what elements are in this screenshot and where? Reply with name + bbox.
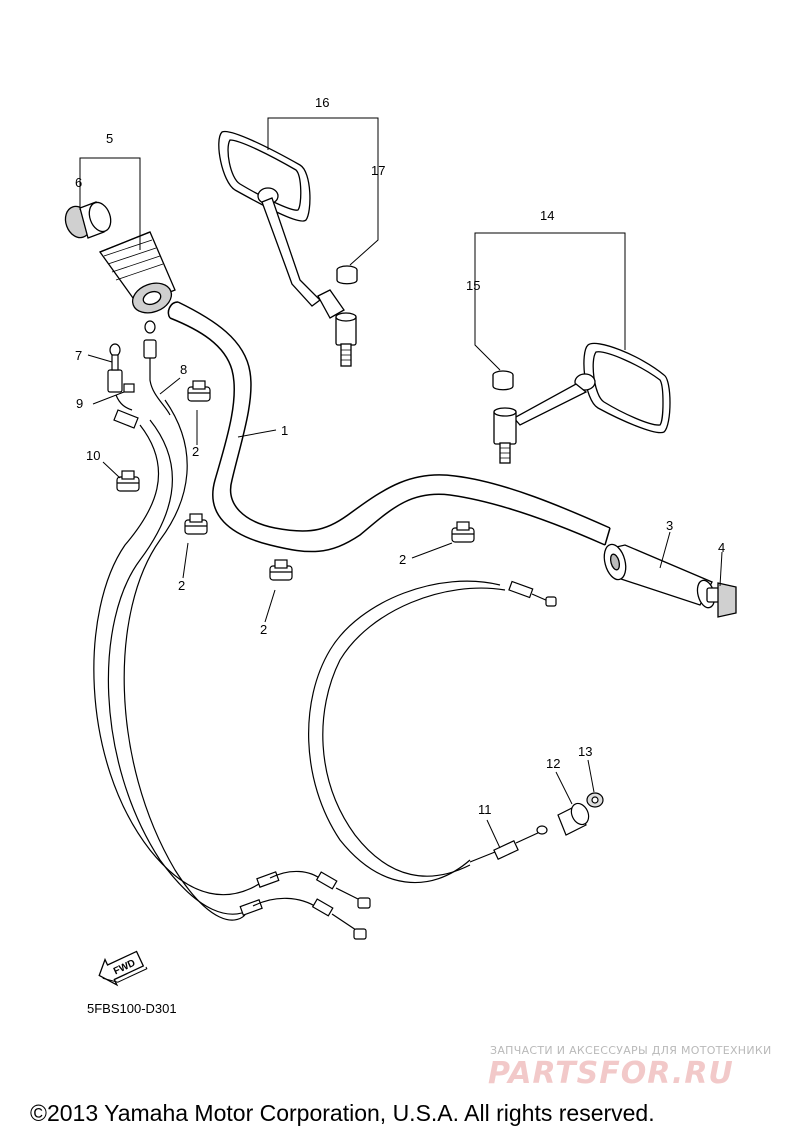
handlebar	[167, 301, 611, 553]
right-grip	[603, 543, 716, 609]
callout-7: 7	[75, 348, 82, 363]
fwd-arrow-icon: FWD	[98, 950, 148, 987]
callout-2: 2	[260, 622, 267, 637]
left-mirror	[218, 130, 357, 367]
cable-clamps	[116, 380, 475, 581]
callout-2: 2	[178, 578, 185, 593]
callout-2: 2	[192, 444, 199, 459]
grip-end-ring	[64, 201, 112, 239]
callout-14: 14	[540, 208, 554, 223]
callout-15: 15	[466, 278, 480, 293]
left-grip	[98, 231, 176, 314]
callout-12: 12	[546, 756, 560, 771]
callout-labels: 1 2 2 2 2 2 3 4 5 6 7 8 9 10 11 12 13 14…	[75, 95, 725, 817]
mirror-cap-right	[492, 370, 514, 391]
callout-11: 11	[478, 802, 492, 817]
leader-lines	[79, 117, 723, 849]
callout-3: 3	[666, 518, 673, 533]
throttle-cables	[93, 399, 506, 921]
watermark-logo: PARTSFOR.RU	[488, 1056, 734, 1091]
cable-end-upper	[508, 580, 557, 607]
cable-adjusters	[107, 320, 171, 429]
callout-2: 2	[399, 552, 406, 567]
bar-end-weight	[706, 582, 737, 618]
callout-4: 4	[718, 540, 725, 555]
callout-1: 1	[281, 423, 288, 438]
callout-17: 17	[371, 163, 385, 178]
copyright-footer: ©2013 Yamaha Motor Corporation, U.S.A. A…	[30, 1100, 655, 1126]
right-mirror	[493, 342, 671, 464]
cable-end-fittings	[239, 870, 371, 940]
callout-13: 13	[578, 744, 592, 759]
callout-16: 16	[315, 95, 329, 110]
watermark-tagline: ЗАПЧАСТИ И АКСЕССУАРЫ ДЛЯ МОТОТЕХНИКИ	[490, 1044, 772, 1057]
callout-6: 6	[75, 175, 82, 190]
callout-5: 5	[106, 131, 113, 146]
cable-adjuster-lower	[469, 792, 604, 863]
drawing-code: 5FBS100-D301	[87, 1001, 177, 1016]
callout-10: 10	[86, 448, 100, 463]
mirror-cap-left	[336, 265, 358, 285]
callout-8: 8	[180, 362, 187, 377]
callout-9: 9	[76, 396, 83, 411]
